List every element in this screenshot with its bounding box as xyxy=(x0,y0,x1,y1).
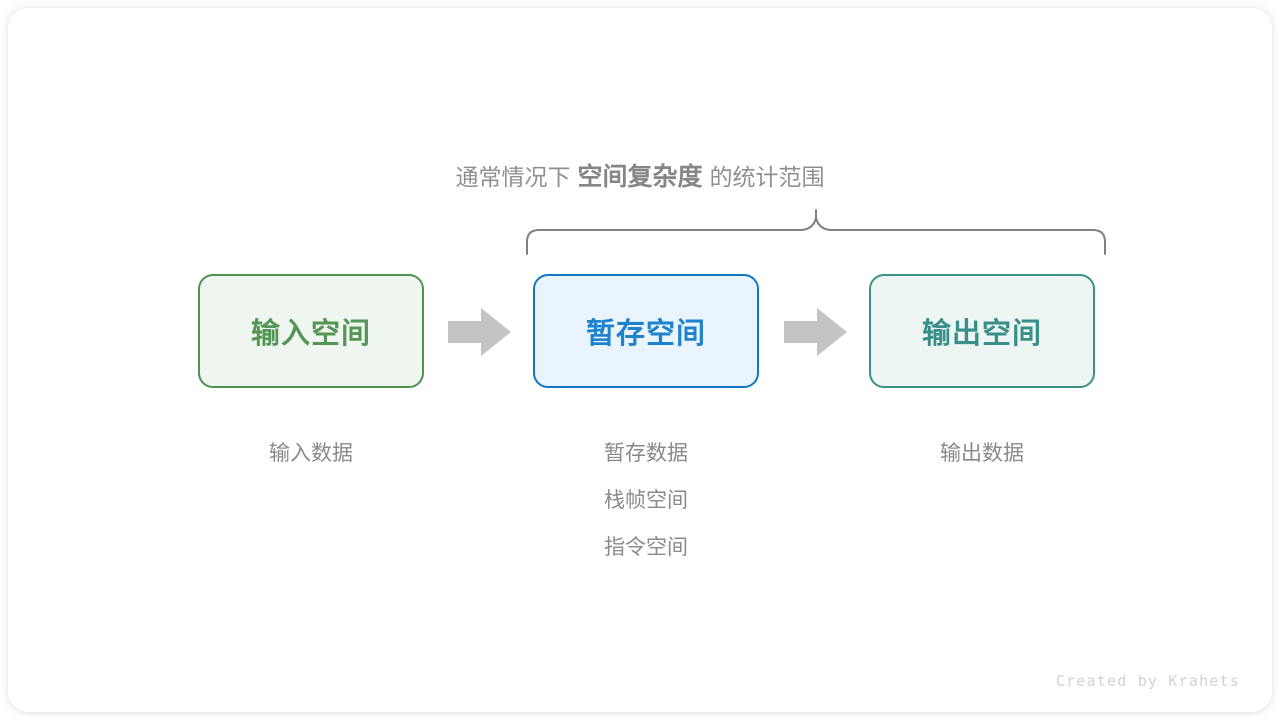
arrow-right-icon xyxy=(784,308,847,356)
space-box-output-label: 输出空间 xyxy=(921,318,1042,350)
scope-caption-suffix: 的统计范围 xyxy=(709,164,825,190)
watermark: Created by Krahets xyxy=(1055,672,1240,690)
space-box-temp[interactable]: 暂存空间 xyxy=(533,274,759,388)
scope-caption: 通常情况下空间复杂度的统计范围 xyxy=(8,158,1272,196)
caption-input-line-1: 输入数据 xyxy=(269,442,353,465)
caption-temp-line-2: 栈帧空间 xyxy=(604,489,688,512)
slide-card: 通常情况下空间复杂度的统计范围 输入空间 暂存空间 输出空间 输入数据 暂存数据… xyxy=(8,8,1272,712)
brace-icon xyxy=(526,209,1106,255)
caption-temp: 暂存数据 栈帧空间 指令空间 xyxy=(533,430,759,571)
caption-output-line-1: 输出数据 xyxy=(940,442,1024,465)
flow-arrow-input-to-temp xyxy=(448,307,512,357)
scope-brace xyxy=(525,204,1107,260)
space-box-temp-label: 暂存空间 xyxy=(585,318,706,350)
caption-input: 输入数据 xyxy=(198,430,424,477)
space-box-input-label: 输入空间 xyxy=(250,318,371,350)
scope-caption-emphasis: 空间复杂度 xyxy=(577,163,703,191)
caption-temp-line-3: 指令空间 xyxy=(604,536,688,559)
space-box-output[interactable]: 输出空间 xyxy=(869,274,1095,388)
caption-temp-line-1: 暂存数据 xyxy=(604,442,688,465)
caption-output: 输出数据 xyxy=(869,430,1095,477)
flow-arrow-temp-to-output xyxy=(784,307,848,357)
scope-caption-prefix: 通常情况下 xyxy=(455,164,571,190)
arrow-right-icon xyxy=(448,308,511,356)
space-box-input[interactable]: 输入空间 xyxy=(198,274,424,388)
